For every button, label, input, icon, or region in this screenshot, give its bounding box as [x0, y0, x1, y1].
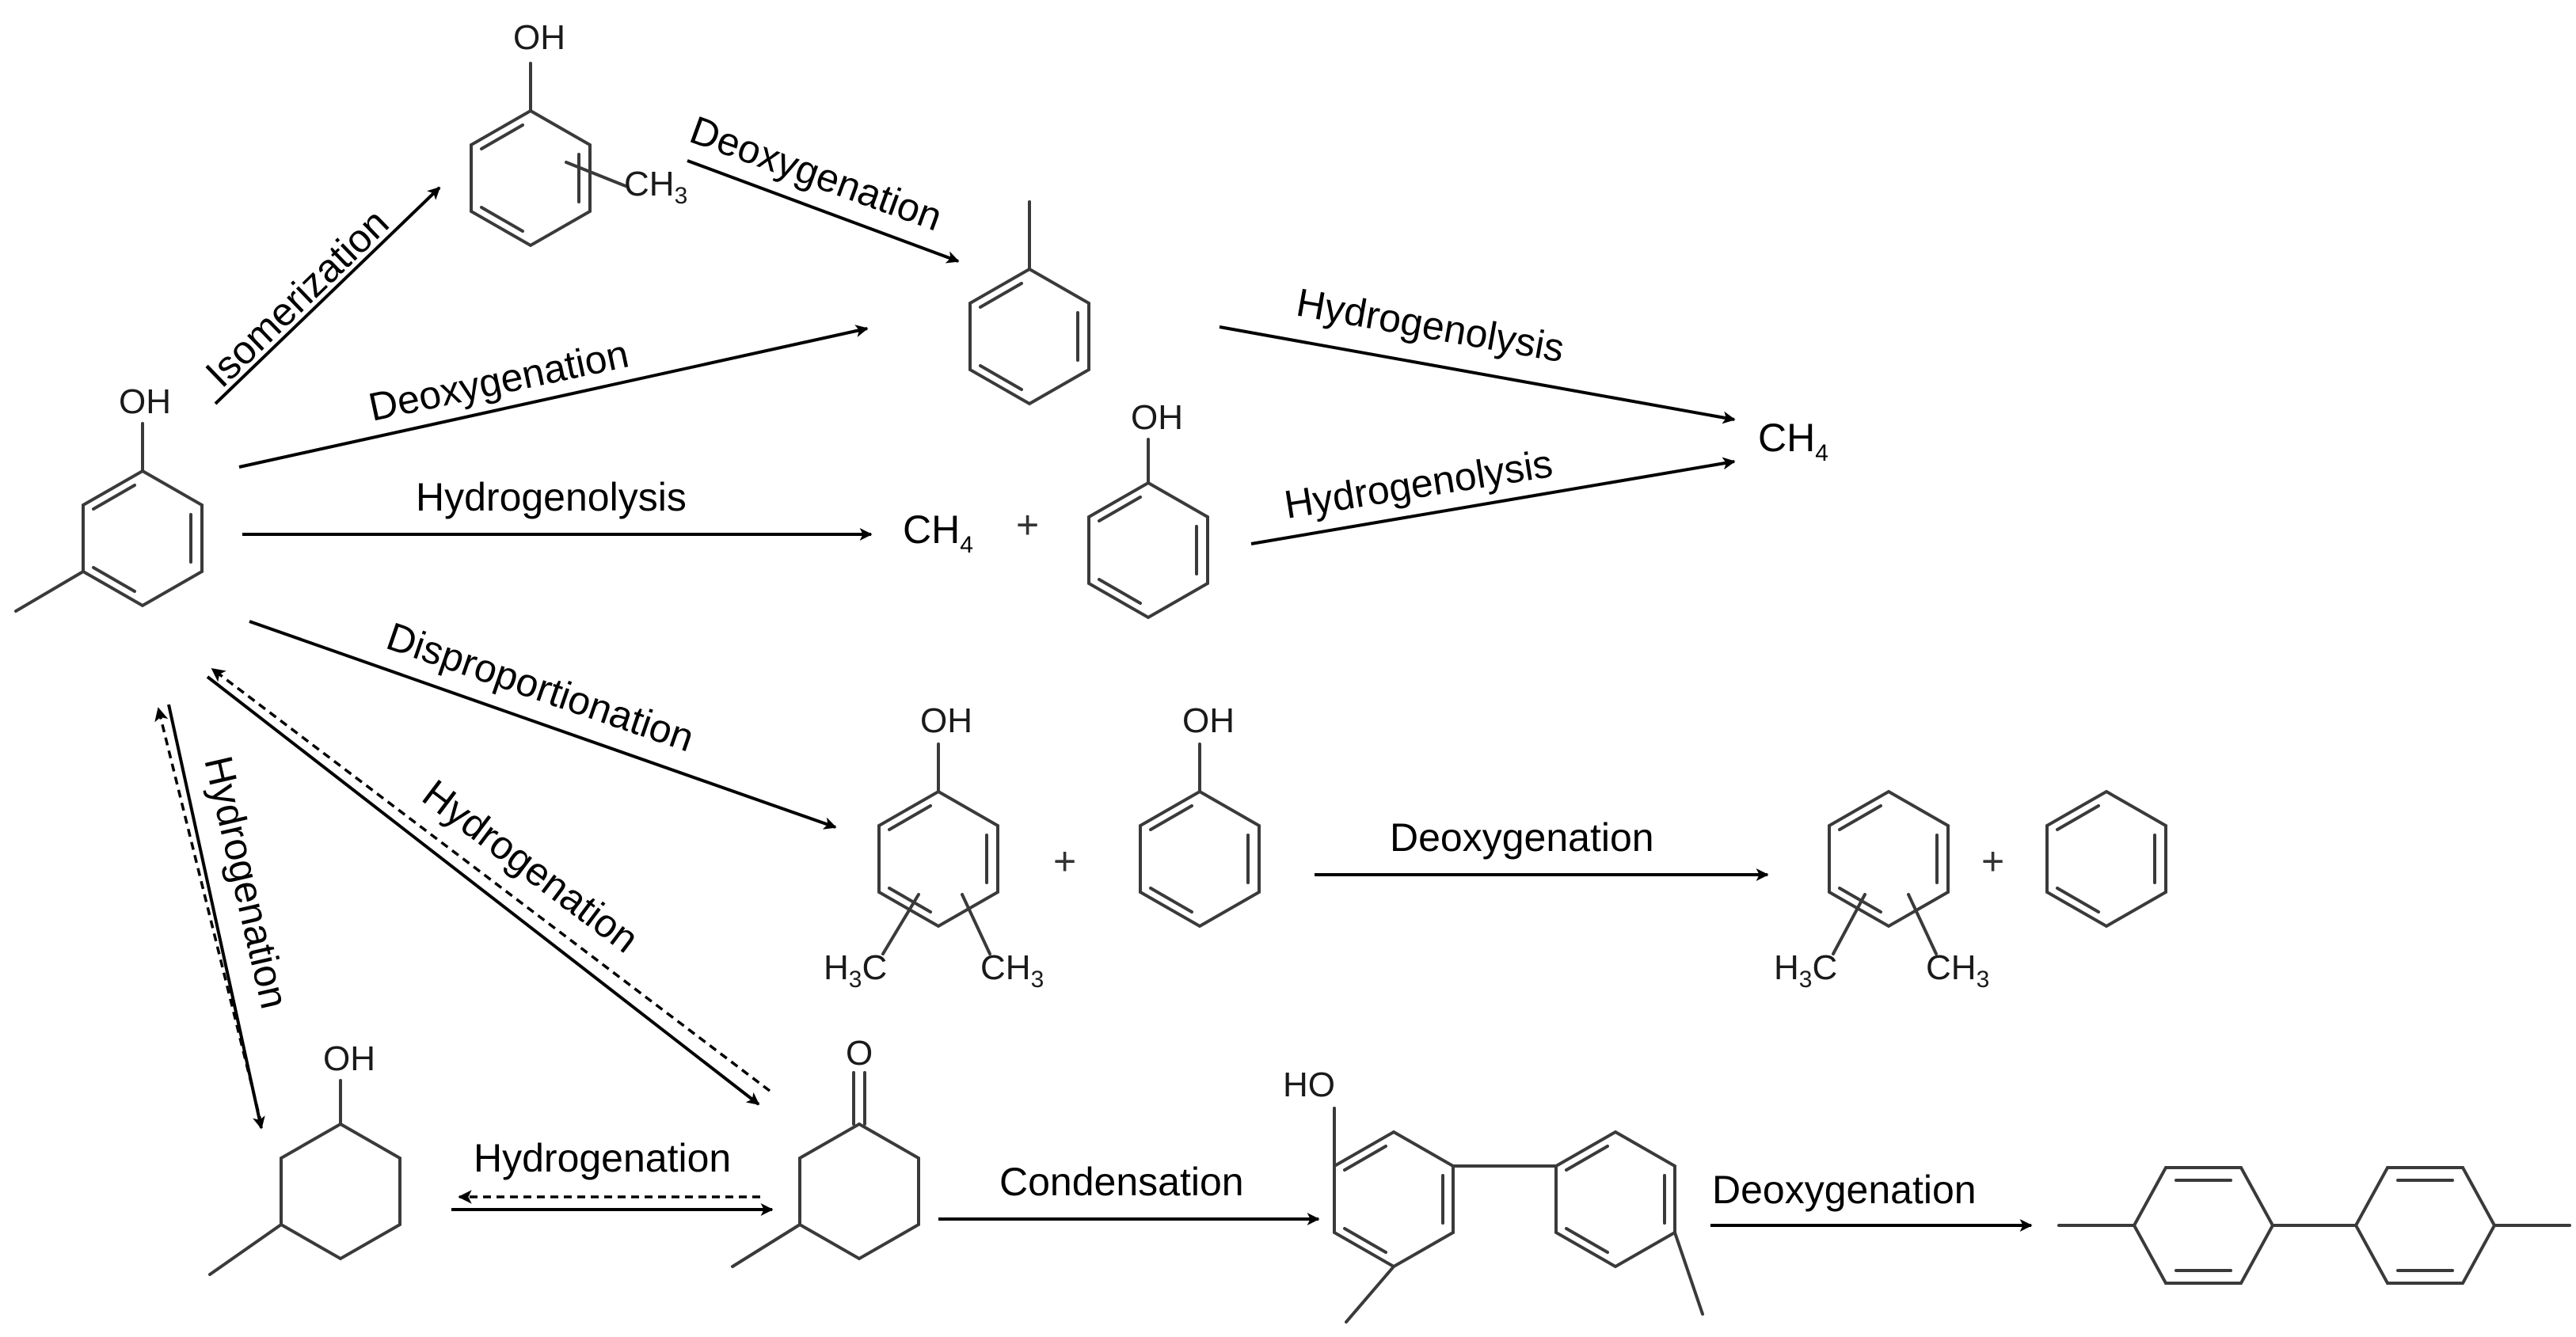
phenol-structure-2: OH	[1139, 701, 1261, 929]
methylcyclohexanol-structure: OH	[208, 1039, 401, 1276]
plus-sign-2: +	[1053, 839, 1076, 883]
phenol-1-oh-label: OH	[1131, 398, 1183, 437]
methylcyclohexanone-o-label: O	[846, 1034, 873, 1073]
arrow-hydrogenolysis-phenol	[1250, 457, 1736, 545]
xylenol-structure: OH H3C CH3	[824, 701, 1044, 993]
arrow-disproportionation	[249, 620, 837, 830]
arrow-isomerization	[214, 186, 441, 405]
xylene-h3c-label: H3C	[1774, 948, 1837, 993]
label-hydrogenolysis-toluene: Hydrogenolysis	[1293, 280, 1567, 371]
m-cresol-structure: OH	[14, 382, 204, 613]
arrow-hydrogenation-vertical-reverse	[154, 707, 263, 1125]
xylenol-oh-label: OH	[920, 701, 972, 740]
arrow-hydrogenolysis-toluene	[1219, 325, 1736, 424]
xylenol-h3c-label: H3C	[824, 948, 887, 993]
label-condensation: Condensation	[999, 1160, 1244, 1204]
label-disproportionation: Disproportionation	[381, 613, 699, 760]
methane-byproduct-label: CH4	[903, 507, 973, 558]
label-deoxygenation-biphenyl: Deoxygenation	[1712, 1168, 1977, 1212]
hydroxy-biphenyl-ho-label: HO	[1283, 1065, 1335, 1104]
arrow-hydrogenation-diagonal-reverse	[211, 667, 771, 1092]
arrow-deoxygenation-direct	[238, 325, 869, 469]
cresol-isomer-structure: OH CH3	[470, 18, 687, 248]
label-hydrogenation-bottom: Hydrogenation	[474, 1136, 731, 1180]
hydroxy-dimethylbiphenyl-structure: HO	[1283, 1065, 1704, 1324]
methylcyclohexanol-oh-label: OH	[323, 1039, 375, 1078]
label-hydrogenolysis-direct: Hydrogenolysis	[416, 475, 687, 519]
plus-sign-3: +	[1981, 839, 2004, 883]
cresol-isomer-ch3-label: CH3	[624, 165, 687, 209]
label-deoxygenation-xylenol: Deoxygenation	[1390, 815, 1654, 860]
label-hydrogenation-vertical: Hydrogenation	[196, 752, 297, 1012]
m-cresol-oh-label: OH	[119, 382, 171, 421]
toluene-structure	[968, 200, 1090, 406]
xylene-structure: H3C CH3	[1774, 789, 1989, 993]
label-isomerization: Isomerization	[197, 200, 398, 396]
plus-sign-1: +	[1016, 503, 1039, 547]
methane-product-label: CH4	[1758, 416, 1828, 466]
benzene-structure	[2045, 789, 2167, 929]
xylenol-ch3-label: CH3	[980, 948, 1044, 993]
dimethylbiphenyl-structure	[2057, 1166, 2571, 1285]
reaction-arrows	[154, 159, 2033, 1232]
reaction-labels: Isomerization Deoxygenation Deoxygenatio…	[196, 108, 1976, 1212]
phenol-2-oh-label: OH	[1182, 701, 1235, 740]
arrow-deoxygenation-top	[687, 159, 960, 264]
cresol-isomer-oh-label: OH	[513, 18, 565, 57]
label-deoxygenation-direct: Deoxygenation	[365, 332, 633, 430]
m-cresol-ring	[14, 422, 204, 613]
methylcyclohexanone-structure: O	[731, 1034, 920, 1268]
xylene-ch3-label: CH3	[1926, 948, 1989, 993]
phenol-structure-1: OH	[1087, 398, 1209, 620]
arrow-hydrogenation-diagonal-forward	[206, 675, 760, 1106]
